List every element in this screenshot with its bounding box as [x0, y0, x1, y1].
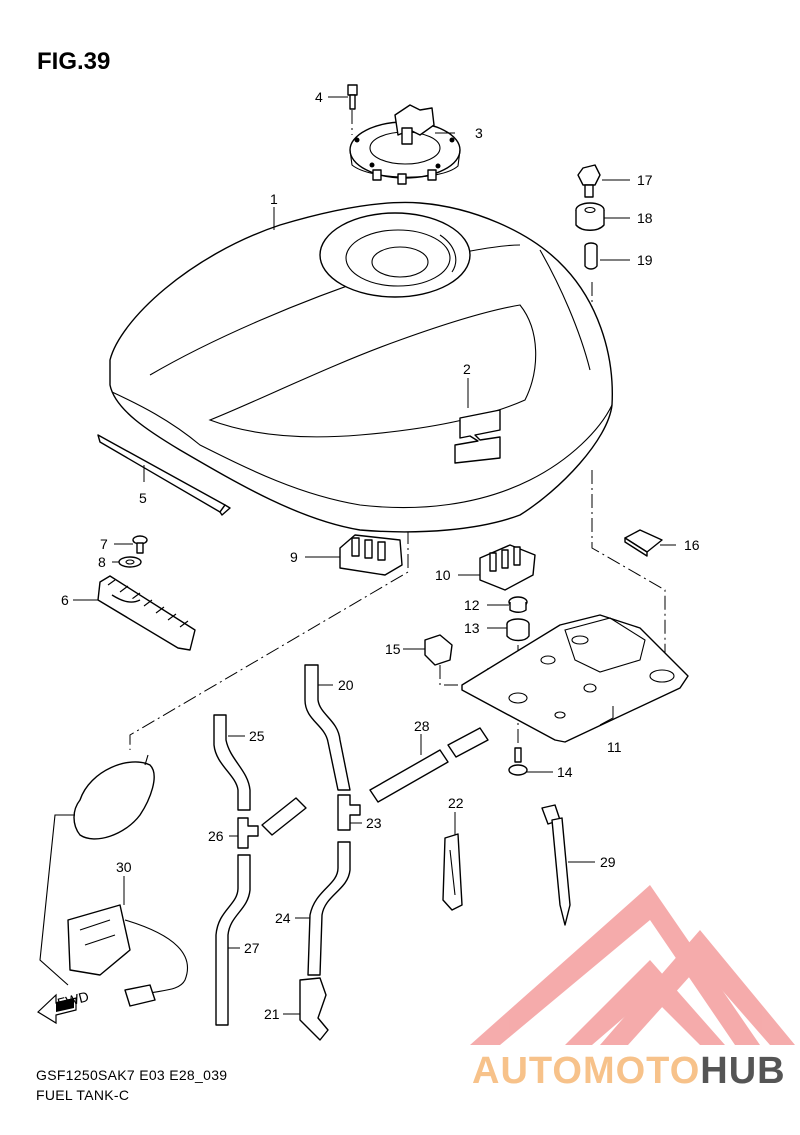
watermark-word-part1: AUTOMOTO	[472, 1050, 701, 1092]
callout-6: 6	[61, 592, 69, 608]
callout-15: 15	[385, 641, 401, 657]
hose-holder-part	[442, 833, 463, 911]
breather-joint-part	[237, 797, 307, 849]
leader-lines	[73, 96, 676, 1015]
joint-part	[337, 794, 361, 831]
cap-bolt-part	[347, 84, 358, 110]
hose-clamp-part	[299, 977, 329, 1041]
callout-20: 20	[338, 677, 354, 693]
emblem-part	[454, 409, 501, 464]
screw-part	[132, 535, 148, 554]
connector-holder-part	[479, 544, 536, 591]
breather-hose-upper-part	[213, 714, 251, 811]
watermark-logo-icon	[470, 885, 795, 1045]
callout-17: 17	[637, 172, 653, 188]
guide-line-gauge	[129, 530, 409, 750]
fuel-level-gauge-part	[39, 754, 189, 1007]
callout-24: 24	[275, 910, 291, 926]
breather-hose-lower-part	[215, 854, 251, 1026]
callout-30: 30	[116, 859, 132, 875]
guide-line-bracket	[591, 470, 666, 665]
callout-21: 21	[264, 1006, 280, 1022]
fwd-label: FWD	[56, 988, 91, 1011]
mount-bolt-part	[577, 164, 601, 198]
mount-cushion-part	[575, 202, 605, 231]
callout-4: 4	[315, 89, 323, 105]
callout-12: 12	[464, 597, 480, 613]
callout-11: 11	[607, 739, 622, 755]
callout-22: 22	[448, 795, 464, 811]
callout-14: 14	[557, 764, 573, 780]
grommet-part	[506, 618, 530, 642]
bolt-part	[508, 596, 528, 613]
callout-19: 19	[637, 252, 653, 268]
pipe-part	[369, 727, 489, 803]
rear-cushion-part	[97, 575, 196, 651]
callout-27: 27	[244, 940, 260, 956]
cushion-pad-part	[624, 529, 663, 557]
callout-18: 18	[637, 210, 653, 226]
callout-9: 9	[290, 549, 298, 565]
collar-part	[584, 242, 598, 270]
callout-3: 3	[475, 125, 483, 141]
callout-25: 25	[249, 728, 265, 744]
callout-1: 1	[270, 191, 278, 207]
callout-5: 5	[139, 490, 147, 506]
clip-part	[424, 634, 453, 666]
connector-cushion-part	[339, 534, 403, 576]
watermark-word-part2: HUB	[700, 1050, 786, 1092]
model-code: GSF1250SAK7 E03 E28_039	[36, 1067, 228, 1083]
tank-bracket-part	[461, 614, 689, 743]
bracket-bolt-part	[508, 747, 528, 776]
callout-26: 26	[208, 828, 224, 844]
callout-7: 7	[100, 536, 108, 552]
fuel-cap-part	[349, 104, 461, 185]
callout-10: 10	[435, 567, 451, 583]
drain-hose-upper-part	[304, 664, 351, 791]
callout-8: 8	[98, 554, 106, 570]
washer-part	[118, 556, 142, 568]
drain-hose-lower-part	[307, 841, 351, 976]
callout-2: 2	[463, 361, 471, 377]
callout-13: 13	[464, 620, 480, 636]
cushion-strip-part	[97, 434, 231, 516]
fwd-arrow-icon	[37, 993, 77, 1025]
prop-rod-part	[541, 804, 571, 926]
callout-28: 28	[414, 718, 430, 734]
callout-29: 29	[600, 854, 616, 870]
callout-23: 23	[366, 815, 382, 831]
watermark-text: AUTOMOTOHUB	[472, 1050, 786, 1093]
callout-labels: 1 2 3 4 5 6 7 8 9 10 11 12 13 14 15 16 1…	[61, 89, 700, 1022]
figure-title: FIG.39	[37, 48, 111, 75]
section-name: FUEL TANK-C	[36, 1087, 130, 1103]
callout-16: 16	[684, 537, 700, 553]
